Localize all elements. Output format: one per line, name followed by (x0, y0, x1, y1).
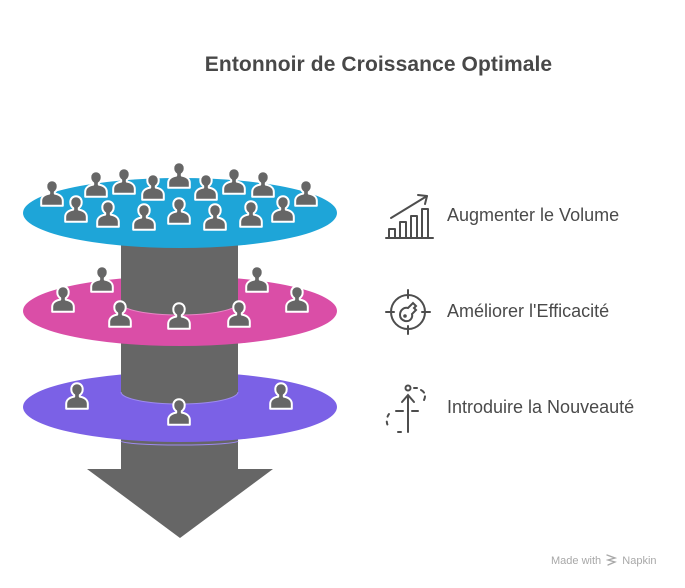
footer-brand: Napkin (622, 555, 657, 567)
person-icon (167, 161, 191, 189)
footer-prefix: Made with (551, 555, 602, 567)
person-icon (245, 265, 269, 293)
funnel-arrow-head (87, 469, 273, 538)
footer-credit: Made with Napkin (551, 554, 657, 567)
stage-label-volume: Augmenter le Volume (447, 205, 620, 225)
target-key-icon (385, 289, 431, 335)
diagram-title: Entonnoir de Croissance Optimale (204, 53, 553, 76)
person-icon (90, 265, 114, 293)
stage-disk-volume (23, 178, 337, 276)
stage-label-efficiency: Améliorer l'Efficacité (447, 301, 610, 321)
napkin-logo-icon (606, 554, 618, 566)
growth-chart-icon (385, 194, 434, 239)
stage-label-novelty: Introduire la Nouveauté (447, 397, 635, 417)
dashed-arrow-up-icon (385, 384, 426, 433)
